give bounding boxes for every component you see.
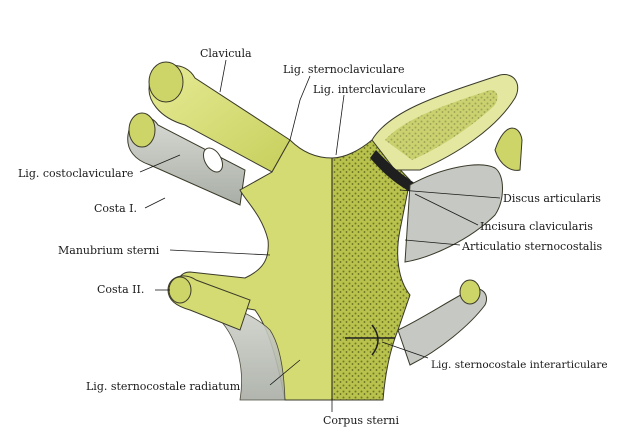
right-clavicle-cancellous [385,90,498,160]
label-lig-sternocostale-interarticulare: Lig. sternocostale interarticulare [431,359,608,371]
label-lig-sternoclaviculare: Lig. sternoclaviculare [283,63,404,76]
label-clavicula: Clavicula [200,47,252,60]
label-incisura-clavicularis: Incisura clavicularis [480,220,593,233]
label-lig-interclaviculare: Lig. interclaviculare [313,83,426,96]
left-second-rib-end [168,276,192,304]
label-corpus-sterni: Corpus sterni [323,414,399,427]
label-discus-articularis: Discus articularis [503,192,601,205]
right-first-rib-tip [494,127,523,171]
left-first-rib-end [128,112,156,148]
left-clavicle-end [148,61,184,103]
right-sternum-section [331,139,411,401]
right-second-rib [397,288,487,366]
costoclavicular-foramen [203,147,223,173]
articular-disc [370,150,420,194]
leader-lines [139,59,501,412]
label-articulatio-sternocostalis: Articulatio sternocostalis [461,240,603,253]
label-costa-2: Costa II. [97,283,144,296]
right-second-rib-end [459,279,481,305]
label-manubrium-sterni: Manubrium sterni [58,244,160,257]
label-lig-sternocostale-radiatum: Lig. sternocostale radiatum [86,380,241,393]
label-lig-costoclaviculare: Lig. costoclaviculare [18,167,133,180]
interarticular-ligament [345,324,395,356]
label-costa-1: Costa I. [94,202,137,215]
